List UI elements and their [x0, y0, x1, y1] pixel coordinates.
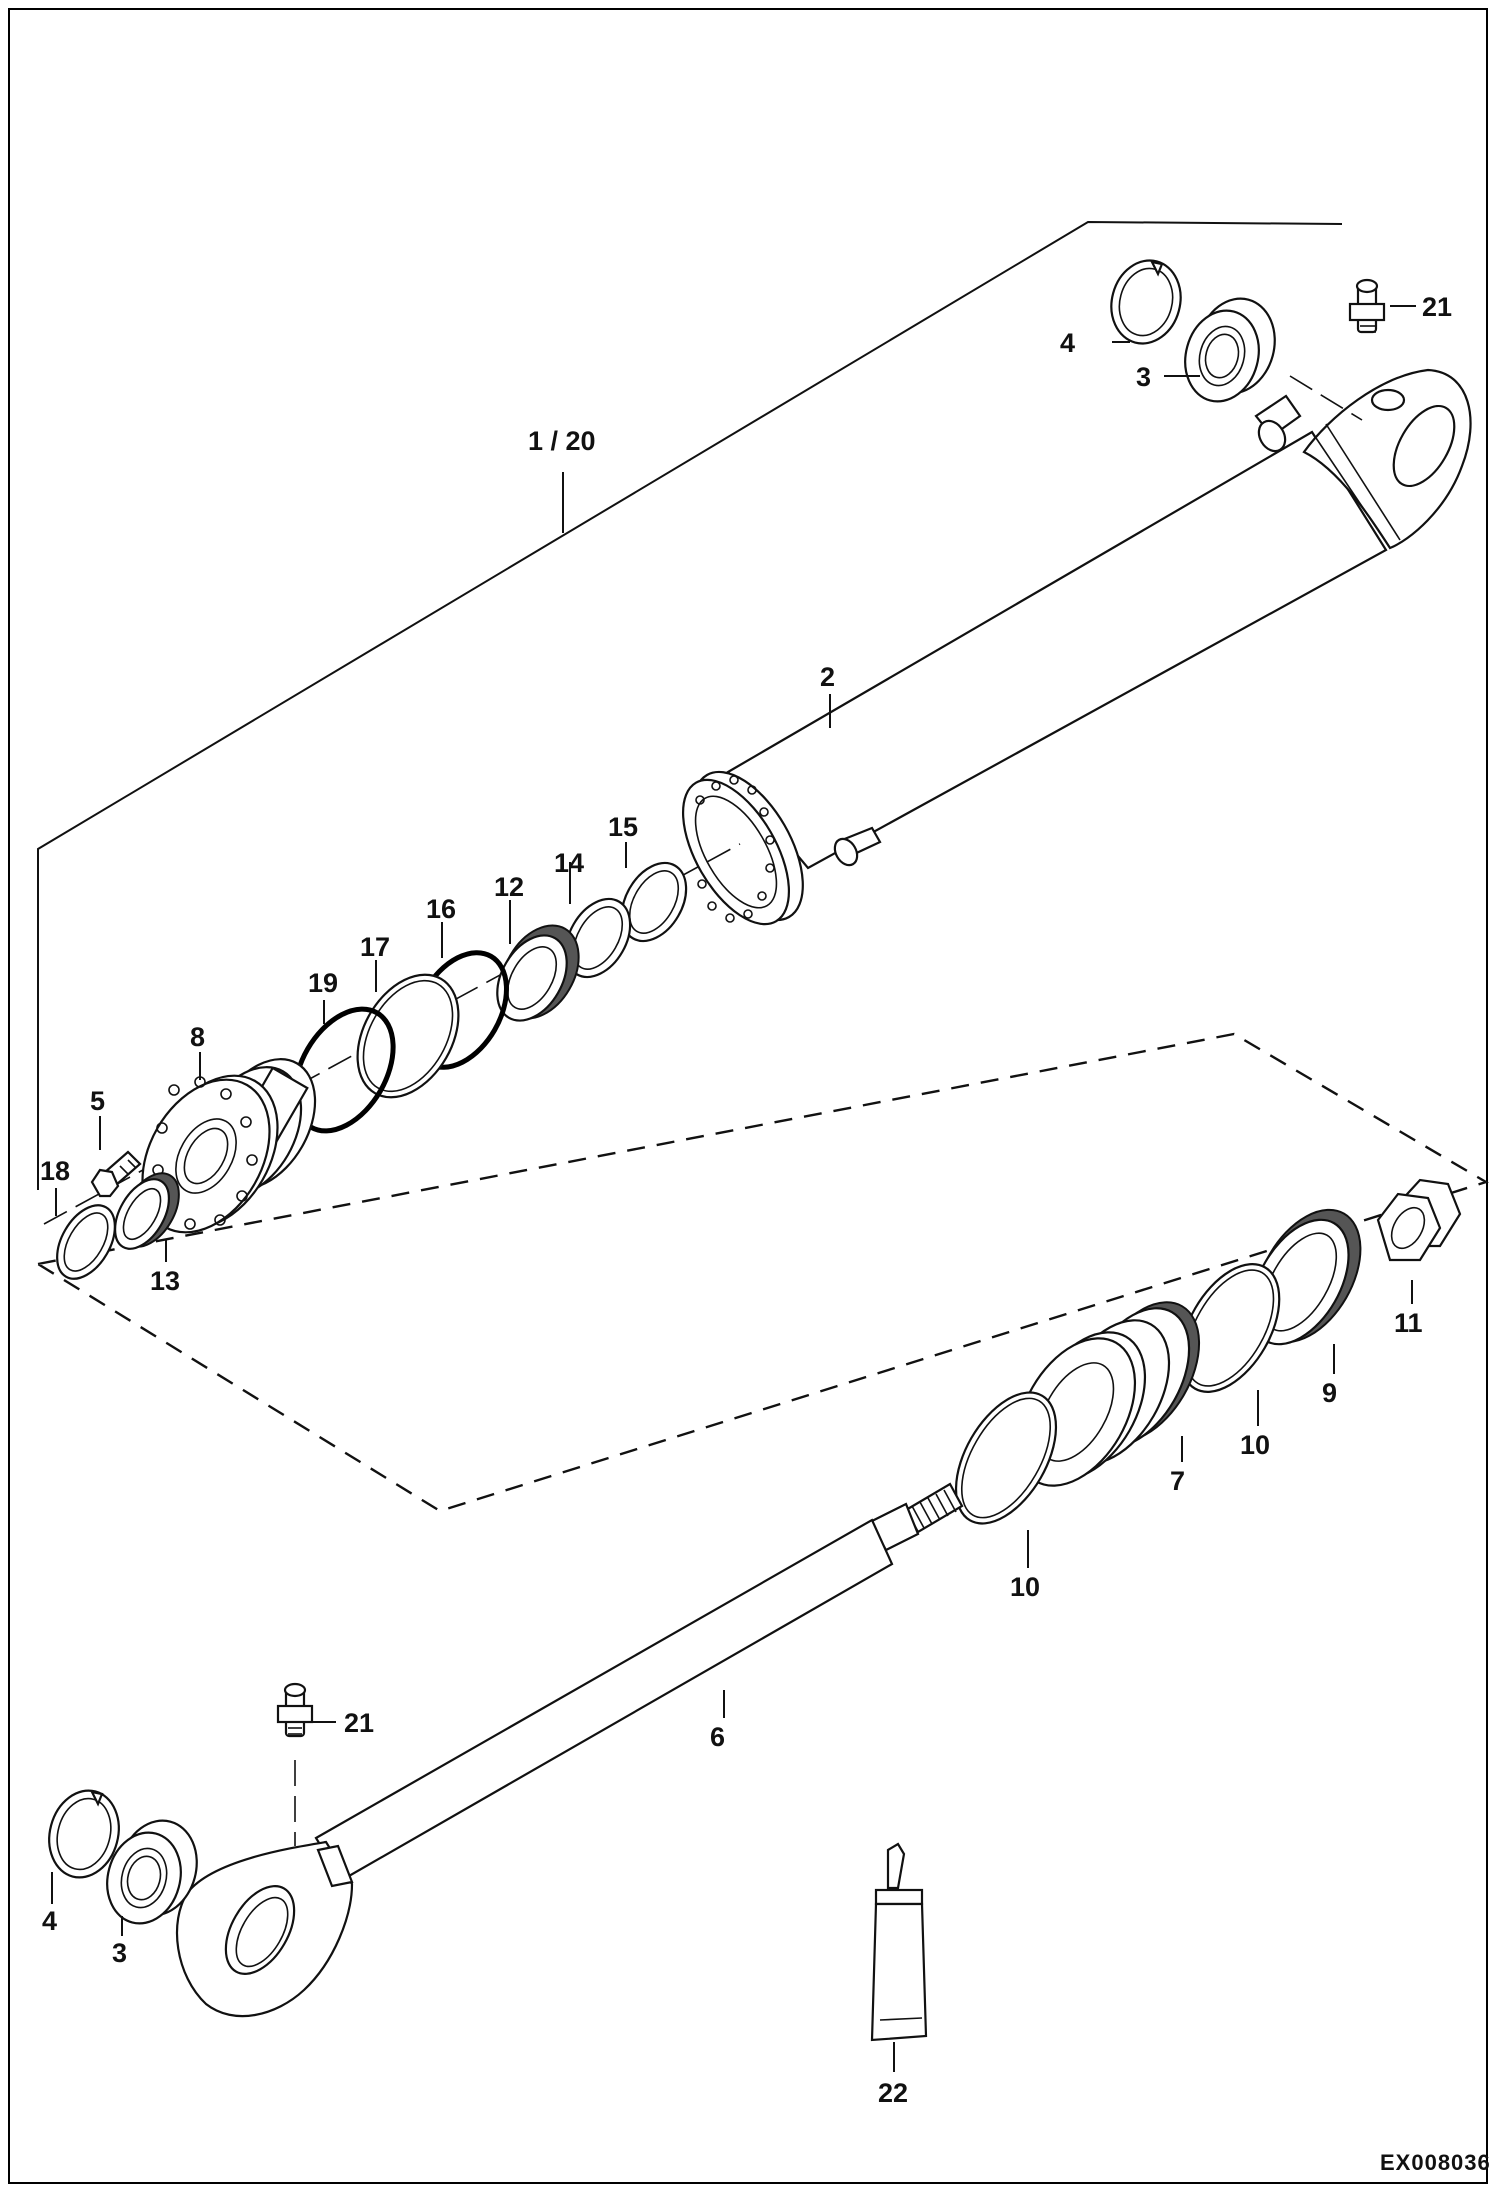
callout-9: 9 [1322, 1378, 1337, 1408]
callout-18: 18 [40, 1156, 70, 1186]
callout-1-20: 1 / 20 [528, 426, 596, 456]
callout-22: 22 [878, 2078, 908, 2108]
callout-15: 15 [608, 812, 638, 842]
callout-3-upper: 3 [1136, 362, 1151, 392]
piston-rod-6 [176, 1482, 964, 2018]
cylinder-head-8 [141, 1058, 317, 1234]
grease-tube-22 [870, 1842, 928, 2042]
ring-15 [620, 861, 688, 943]
grease-nipple-21-upper [1348, 278, 1386, 334]
callout-11: 11 [1394, 1308, 1423, 1338]
callout-21-lower: 21 [344, 1708, 374, 1738]
rod-seal-13 [113, 1172, 180, 1250]
snap-ring-4-upper [1110, 259, 1182, 345]
bushing-3-lower [106, 1819, 198, 1925]
image-code: EX008036 [1380, 2150, 1491, 2175]
snap-ring-4-lower [48, 1789, 120, 1879]
kit-outline-dashed [34, 1032, 1489, 1513]
callout-7: 7 [1170, 1466, 1185, 1496]
piston-7 [1015, 1301, 1201, 1487]
backup-ring-17 [356, 973, 460, 1099]
callout-17: 17 [360, 932, 390, 962]
callout-14: 14 [554, 848, 584, 878]
callout-10-upper: 10 [1240, 1430, 1270, 1460]
callout-12: 12 [494, 872, 524, 902]
callout-16: 16 [426, 894, 456, 924]
bolt-5 [90, 1150, 142, 1198]
callout-19: 19 [308, 968, 338, 998]
callout-2: 2 [820, 662, 835, 692]
wear-ring-10-lower [954, 1391, 1058, 1525]
assembly-bracket-line [37, 220, 1343, 1190]
axis-line-upper [1289, 375, 1363, 421]
wiper-ring-18 [56, 1204, 116, 1280]
callout-4-lower: 4 [42, 1906, 57, 1936]
callout-6: 6 [710, 1722, 725, 1752]
cylinder-barrel [681, 368, 1472, 926]
callout-5: 5 [90, 1086, 105, 1116]
callout-21-upper: 21 [1422, 292, 1452, 322]
callout-3-lower: 3 [112, 1938, 127, 1968]
seal-12 [496, 924, 580, 1022]
callout-10-lower: 10 [1010, 1572, 1040, 1602]
leader-lines [51, 305, 1416, 2072]
wear-ring-10-upper [1179, 1263, 1281, 1393]
nut-11 [1376, 1178, 1462, 1262]
callout-8: 8 [190, 1022, 205, 1052]
grease-nipple-21-lower [276, 1682, 314, 1846]
bushing-3-upper [1184, 297, 1276, 403]
callout-13: 13 [150, 1266, 180, 1296]
callout-4-upper: 4 [1060, 328, 1075, 358]
